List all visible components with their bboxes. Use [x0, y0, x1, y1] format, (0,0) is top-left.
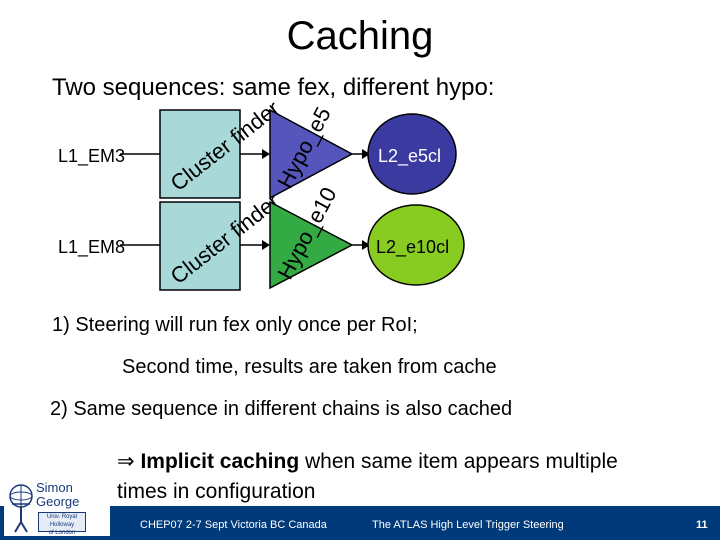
footer-bar: CHEP07 2-7 Sept Victoria BC Canada The A…: [0, 506, 720, 540]
output-label-2: L2_e10cl: [376, 237, 449, 258]
hypo-triangle-2: [269, 200, 354, 290]
presenter-logo: Simon George Univ. Royal Holloway of Lon…: [4, 478, 110, 536]
hypo-triangle-1: [269, 108, 354, 200]
bullet-1-detail: Second time, results are taken from cach…: [122, 356, 497, 378]
fex-box-1: [159, 109, 241, 199]
input-label-1: L1_EM3: [58, 146, 125, 167]
output-label-1: L2_e5cl: [378, 146, 441, 167]
institution-crest: Univ. Royal Holloway of London: [38, 512, 86, 536]
output-node-1: [367, 113, 457, 195]
fex-box-2: [159, 201, 241, 291]
bullet-2: 2) Same sequence in different chains is …: [50, 398, 513, 420]
footer-talk-title: The ATLAS High Level Trigger Steering: [372, 519, 564, 531]
implicit-caching-note: ⇒ Implicit caching when same item appear…: [117, 447, 627, 507]
arrowhead: [262, 240, 270, 250]
output-node-2: [367, 204, 465, 286]
implies-symbol: ⇒: [117, 450, 135, 473]
input-label-2: L1_EM8: [58, 237, 125, 258]
slide-subtitle: Two sequences: same fex, different hypo:: [52, 74, 495, 101]
implicit-caching-rest: when same item appears multiple times in…: [117, 450, 618, 503]
footer-conference: CHEP07 2-7 Sept Victoria BC Canada: [140, 519, 327, 531]
slide-title: Caching: [286, 14, 434, 58]
atlas-figure-icon: [9, 484, 33, 533]
sequence-diagram: Cluster finder Hypo_e5 L2_e5cl L1_EM3 Cl…: [58, 96, 465, 291]
bullet-1: 1) Steering will run fex only once per R…: [52, 314, 418, 336]
presenter-name: Simon George: [36, 480, 80, 509]
arrowhead: [362, 149, 370, 159]
arrowhead: [362, 240, 370, 250]
implicit-caching-bold: Implicit caching: [140, 450, 300, 473]
page-number: 11: [696, 519, 708, 531]
arrowhead: [262, 149, 270, 159]
